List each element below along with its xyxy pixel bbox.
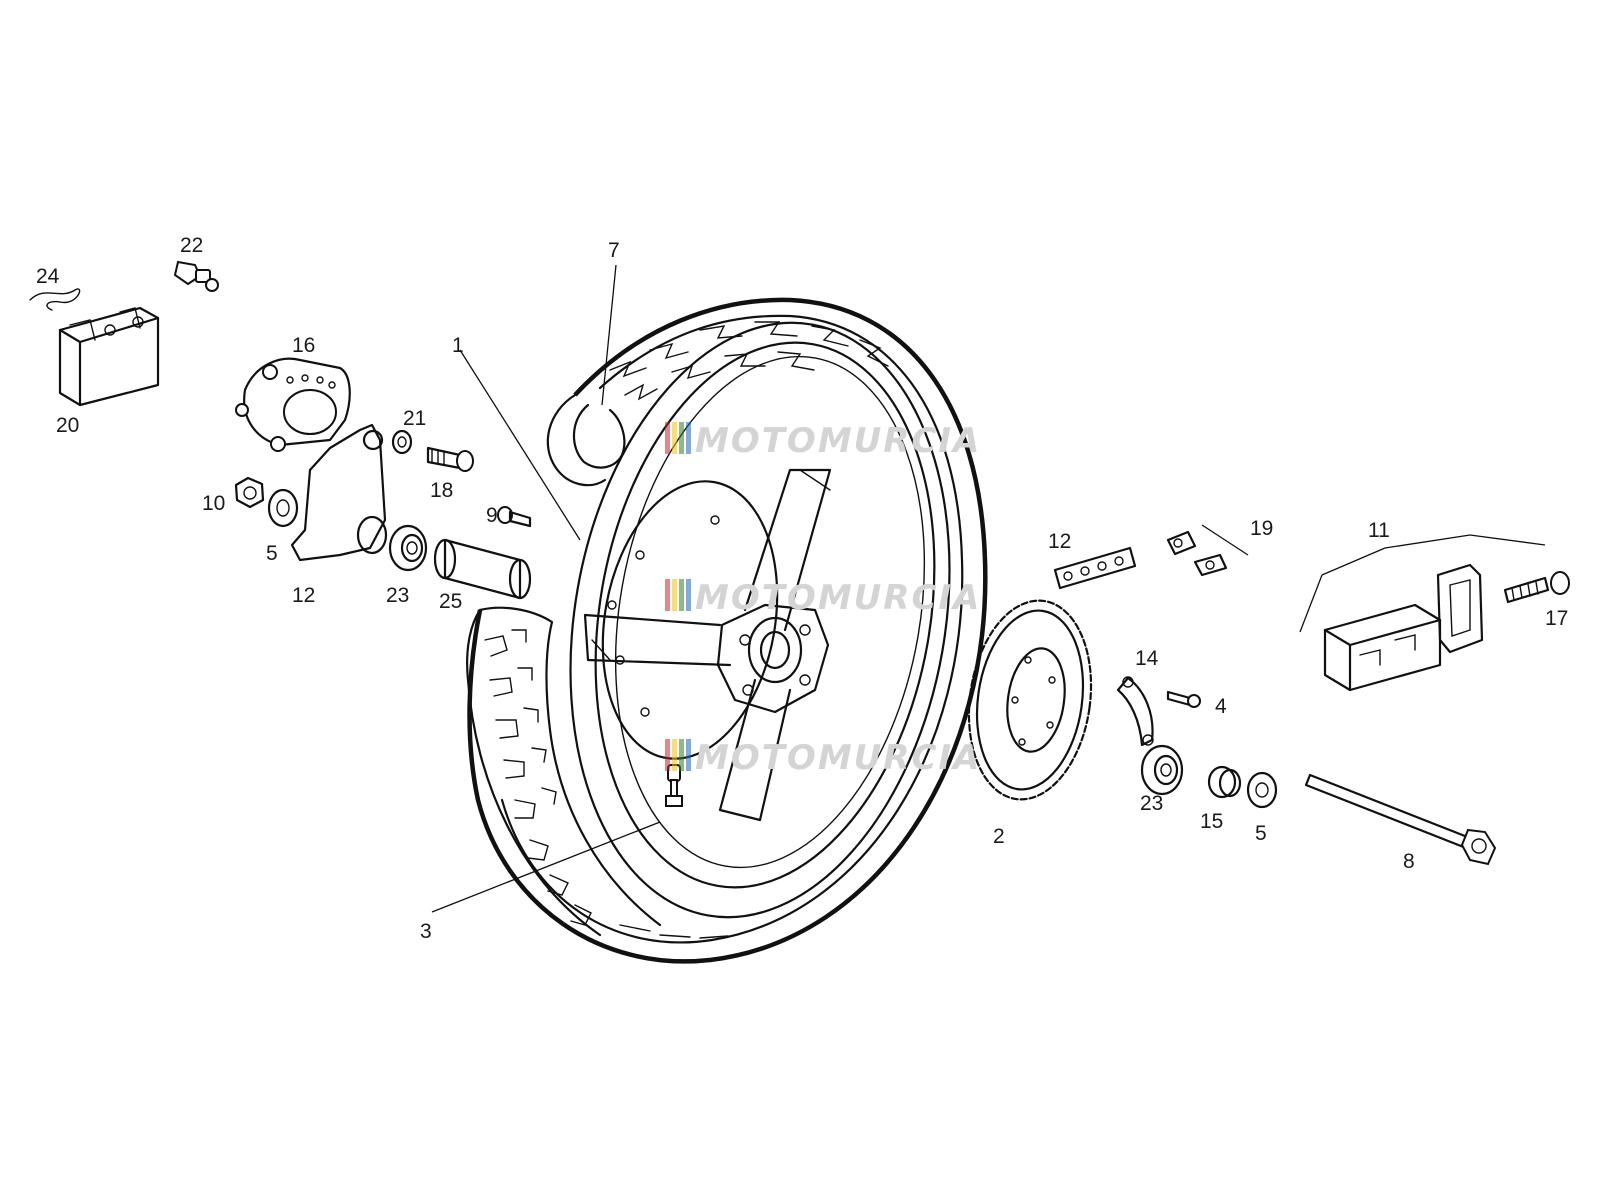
callout-2: 2 xyxy=(993,825,1005,848)
callout-3: 3 xyxy=(420,920,432,943)
callout-23-left: 23 xyxy=(386,584,409,607)
callout-9: 9 xyxy=(486,504,498,527)
tyre-valve xyxy=(665,764,683,807)
callout-16: 16 xyxy=(292,334,315,357)
chain-guard-14 xyxy=(1116,676,1154,747)
wheel-rim xyxy=(569,321,951,919)
callout-7: 7 xyxy=(608,239,620,262)
callout-11: 11 xyxy=(1368,519,1390,542)
rear-wheel-assembly xyxy=(466,297,988,964)
wheel-spokes xyxy=(583,468,832,822)
screw-9 xyxy=(497,506,532,528)
bearing-23-right xyxy=(1140,744,1184,796)
callout-24: 24 xyxy=(36,265,60,288)
callout-1: 1 xyxy=(452,334,464,357)
wheel-axle-8 xyxy=(1304,773,1497,866)
caliper-bracket xyxy=(290,423,388,562)
callout-12-right: 12 xyxy=(1048,530,1071,553)
callout-21: 21 xyxy=(403,407,426,430)
spacer-25 xyxy=(433,538,532,600)
washer-5-right xyxy=(1246,771,1278,809)
bleed-screw xyxy=(173,260,219,292)
callout-23-right: 23 xyxy=(1140,792,1163,815)
screw-4 xyxy=(1166,690,1201,708)
adjuster-bolt-17 xyxy=(1503,571,1570,604)
watermark-text: MOTOMURCIA xyxy=(695,738,981,778)
nut-10 xyxy=(234,476,265,509)
callout-5-left: 5 xyxy=(266,542,278,565)
callout-19: 19 xyxy=(1250,517,1273,540)
callout-labels: 1 2 3 4 5 5 7 8 9 10 11 12 12 14 15 16 1… xyxy=(36,234,1568,943)
callout-10: 10 xyxy=(202,492,225,515)
watermark-logo-stripes xyxy=(665,422,691,454)
callout-20: 20 xyxy=(56,414,79,437)
callout-17: 17 xyxy=(1545,607,1568,630)
callout-14: 14 xyxy=(1135,647,1159,670)
watermark-middle: MOTOMURCIA xyxy=(665,578,981,618)
drive-chain xyxy=(1053,546,1137,590)
watermark-bottom: MOTOMURCIA xyxy=(665,738,981,778)
watermark-text: MOTOMURCIA xyxy=(695,421,981,461)
chain-adjuster-11 xyxy=(1323,563,1484,692)
callout-12-left: 12 xyxy=(292,584,315,607)
leader-lines xyxy=(431,264,1546,913)
watermark-logo-stripes xyxy=(665,579,691,611)
callout-5-right: 5 xyxy=(1255,822,1267,845)
washer-5-left xyxy=(267,488,299,528)
pad-spring-clip xyxy=(29,288,81,311)
watermark-top: MOTOMURCIA xyxy=(665,421,981,461)
spacer-15 xyxy=(1207,765,1242,799)
callout-22: 22 xyxy=(180,234,203,257)
watermark-logo-stripes xyxy=(665,739,691,771)
callout-8: 8 xyxy=(1403,850,1415,873)
bolt-18 xyxy=(426,446,474,472)
callout-4: 4 xyxy=(1215,695,1227,718)
tyre xyxy=(466,297,988,964)
wheel-hub xyxy=(716,603,830,714)
callout-18: 18 xyxy=(430,479,453,502)
bearing-23-left xyxy=(388,524,428,572)
brake-pads xyxy=(58,306,160,407)
callout-25: 25 xyxy=(439,590,462,613)
brake-caliper xyxy=(235,357,351,452)
sprocket xyxy=(967,599,1093,801)
washer-21 xyxy=(391,429,413,455)
callout-15: 15 xyxy=(1200,810,1223,833)
watermark-text: MOTOMURCIA xyxy=(695,578,981,618)
chain-master-link xyxy=(1166,530,1228,577)
